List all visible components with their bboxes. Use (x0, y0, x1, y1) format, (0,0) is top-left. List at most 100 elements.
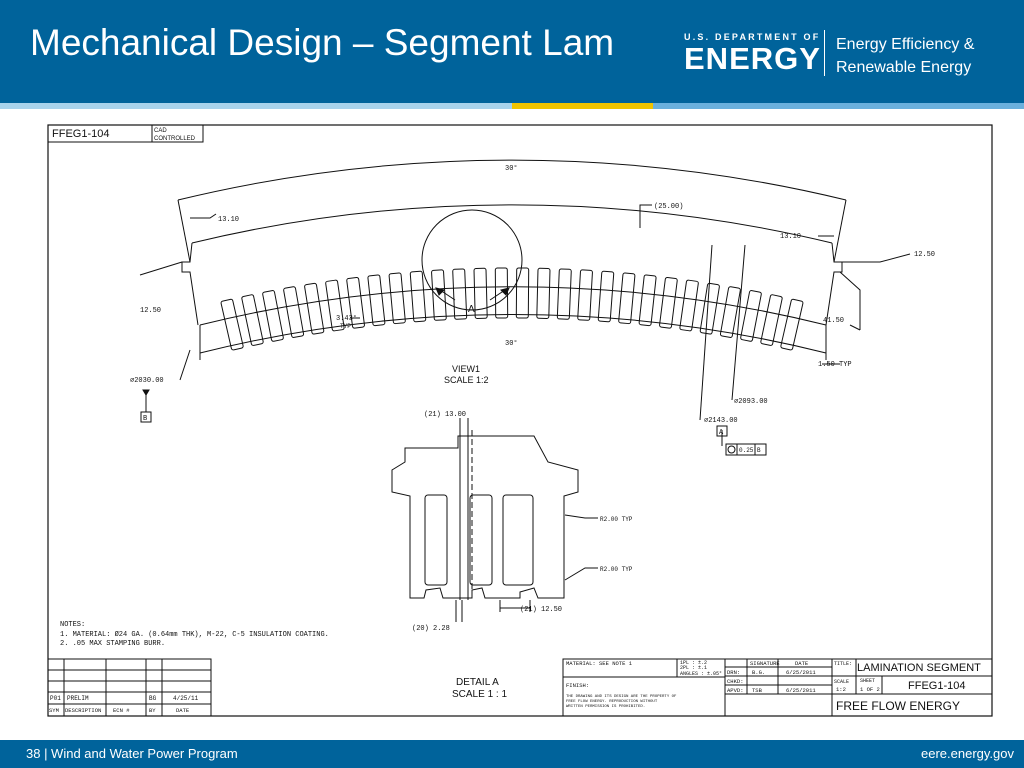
lamination-slot (367, 274, 386, 327)
svg-text:12.50: 12.50 (140, 307, 161, 315)
svg-text:B: B (143, 415, 147, 423)
title-block (562, 658, 993, 717)
svg-text:PRELIM: PRELIM (67, 695, 89, 702)
logo-divider (824, 30, 825, 76)
svg-text:1PL : ±.2: 1PL : ±.2 (680, 660, 707, 666)
lamination-slot (283, 286, 305, 338)
detail-a-circle (421, 209, 523, 311)
svg-text:⌀2030.00: ⌀2030.00 (130, 377, 164, 385)
drawing-title: LAMINATION SEGMENT (857, 662, 981, 674)
header-bar (0, 0, 1024, 103)
lamination-slot (760, 294, 783, 346)
svg-text:DESCRIPTION: DESCRIPTION (65, 707, 101, 714)
lamination-slot (241, 294, 264, 346)
svg-text:(21) 12.50: (21) 12.50 (520, 606, 562, 614)
svg-text:R2.00 TYP: R2.00 TYP (600, 516, 633, 523)
svg-text:1:2: 1:2 (836, 686, 846, 693)
lamination-slots (220, 267, 804, 351)
lamination-slot (494, 267, 509, 319)
eere-line-1: Energy Efficiency & (836, 36, 975, 53)
svg-text:FREE FLOW ENERGY. REPRODUCTION: FREE FLOW ENERGY. REPRODUCTION WITHOUT (566, 700, 658, 704)
feature-control-frame (725, 443, 767, 456)
lamination-slot (473, 267, 488, 319)
datum-a-box (716, 425, 728, 437)
svg-text:1. MATERIAL: Ø24 GA. (0.64mm T: 1. MATERIAL: Ø24 GA. (0.64mm THK), M-22,… (60, 630, 329, 639)
lamination-slot (638, 274, 657, 327)
svg-text:13.10: 13.10 (780, 233, 801, 241)
svg-text:CONTROLLED: CONTROLLED (154, 136, 196, 142)
right-end-profile (825, 242, 843, 326)
svg-text:30°: 30° (505, 164, 518, 173)
left-end-profile (181, 242, 199, 326)
svg-text:A: A (468, 304, 475, 315)
svg-text:41.50: 41.50 (823, 317, 844, 325)
svg-text:FINISH:: FINISH: (566, 682, 589, 689)
svg-text:12.50: 12.50 (914, 251, 935, 259)
lamination-slot (740, 290, 762, 342)
svg-text:SCALE 1 : 1: SCALE 1 : 1 (452, 689, 507, 700)
svg-text:B: B (757, 447, 761, 454)
detail-slot-right (502, 494, 534, 586)
lamination-slot (780, 298, 804, 351)
lamination-slot (719, 286, 741, 338)
doe-logo: U.S. DEPARTMENT OF ENERGY (684, 32, 821, 74)
detail-slot-center (469, 494, 493, 586)
footer-left-text: 38 | Wind and Water Power Program (26, 746, 238, 761)
svg-text:MATERIAL: SEE NOTE 1: MATERIAL: SEE NOTE 1 (566, 660, 633, 667)
svg-text:B.G.: B.G. (752, 669, 765, 676)
svg-text:6/25/2011: 6/25/2011 (786, 669, 816, 676)
doe-logo-small-text: U.S. DEPARTMENT OF (684, 32, 821, 42)
svg-text:2. .05 MAX STAMPING BURR.: 2. .05 MAX STAMPING BURR. (60, 640, 165, 648)
svg-text:SCALE: SCALE (834, 679, 849, 685)
lamination-slot (536, 267, 551, 319)
drawing-number: FFEG1-104 (908, 680, 965, 692)
lamination-slot (699, 282, 720, 335)
cad-controlled-box (151, 124, 204, 143)
lamination-slot (679, 279, 699, 332)
svg-text:APVD:: APVD: (727, 687, 744, 694)
svg-text:SIGNATURE: SIGNATURE (750, 660, 780, 667)
lamination-slot (577, 269, 593, 321)
svg-text:⌀2093.00: ⌀2093.00 (734, 398, 768, 406)
footer-url: eere.energy.gov (921, 746, 1014, 761)
svg-text:TITLE:: TITLE: (834, 661, 852, 667)
svg-text:A: A (719, 429, 724, 437)
lamination-slot (618, 272, 636, 325)
doe-logo-wordmark: ENERGY (684, 41, 821, 76)
svg-text:(20) 2.28: (20) 2.28 (412, 625, 450, 633)
accent-stripe (0, 103, 1024, 109)
lamination-slot (304, 282, 325, 335)
lamination-slot (262, 290, 284, 342)
svg-text:NOTES:: NOTES: (60, 621, 85, 629)
svg-text:CHKD:: CHKD: (727, 678, 744, 685)
lamination-slot (452, 268, 468, 320)
lamination-inner-edge (199, 286, 827, 326)
eere-line-2: Renewable Energy (836, 59, 972, 76)
svg-text:4/25/11: 4/25/11 (173, 695, 199, 702)
dimension-arc-top (177, 159, 847, 201)
svg-text:2PL : ±.1: 2PL : ±.1 (680, 665, 707, 671)
svg-text:CAD: CAD (154, 128, 167, 134)
svg-text:(21) 13.00: (21) 13.00 (424, 411, 466, 419)
lamination-slot (220, 298, 244, 351)
part-number-text: FFEG1-104 (52, 128, 109, 140)
svg-text:1 OF 2: 1 OF 2 (860, 686, 880, 693)
svg-text:1.50 TYP: 1.50 TYP (818, 361, 852, 369)
svg-text:TYP: TYP (340, 323, 351, 330)
svg-text:DATE: DATE (795, 660, 809, 667)
lamination-slot (431, 269, 447, 321)
svg-text:SHEET: SHEET (860, 678, 875, 684)
svg-text:ANGLES : ±.05°: ANGLES : ±.05° (680, 671, 722, 677)
svg-text:DATE: DATE (176, 707, 190, 714)
svg-text:⌀2143.00: ⌀2143.00 (704, 417, 738, 425)
lamination-slot (409, 270, 427, 323)
slide-title: Mechanical Design – Segment Lam (30, 22, 615, 63)
svg-text:BY: BY (149, 707, 156, 714)
svg-text:0.25: 0.25 (739, 447, 754, 454)
eere-office-name: Energy Efficiency & Renewable Energy (836, 33, 974, 79)
lamination-slot (515, 267, 530, 319)
svg-text:THE DRAWING AND ITS DESIGN ARE: THE DRAWING AND ITS DESIGN ARE THE PROPE… (566, 695, 677, 699)
svg-text:DETAIL A: DETAIL A (456, 677, 499, 688)
lamination-slot (346, 276, 365, 329)
revision-block (47, 658, 212, 717)
